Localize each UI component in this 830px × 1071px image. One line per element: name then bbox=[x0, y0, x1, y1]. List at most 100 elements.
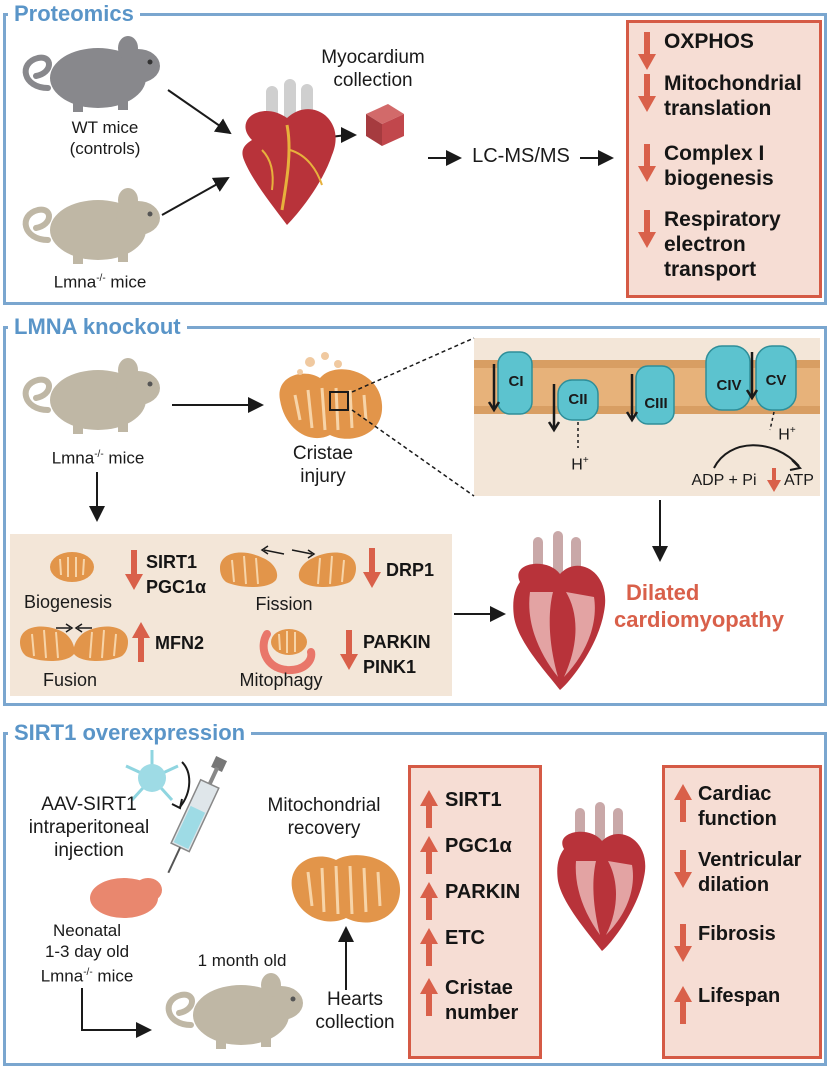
complex-ciii-label: CIII bbox=[644, 395, 668, 412]
mitophagy-label: Mitophagy bbox=[239, 670, 323, 690]
fission-label: Fission bbox=[255, 594, 313, 614]
biogenesis-down-arrow-icon bbox=[125, 550, 143, 590]
neonatal-sup: -/- bbox=[83, 967, 93, 978]
fission-gene-drp1: DRP1 bbox=[386, 560, 435, 580]
mito-text-2: recovery bbox=[287, 818, 361, 839]
sirt-outcomes-item-1-line-1: dilation bbox=[698, 874, 770, 896]
aav-text-3: injection bbox=[54, 840, 124, 861]
biogenesis-gene-pgc1a: PGC1α bbox=[146, 577, 207, 597]
hearts-text-1: Hearts bbox=[327, 989, 383, 1010]
prot-results-item-0-line-0: OXPHOS bbox=[664, 30, 754, 53]
proteomics-results-box bbox=[626, 20, 822, 298]
prot-results-item-3-line-1: electron bbox=[664, 233, 746, 256]
one-month-mouse-icon bbox=[165, 973, 303, 1049]
h-text-1: H bbox=[571, 456, 583, 474]
prot-results-item-1-line-0: Mitochondrial bbox=[664, 72, 802, 95]
neonatal-lmna-text: Lmna bbox=[40, 966, 84, 986]
adp-label: ADP + Pi bbox=[691, 472, 757, 489]
cristae-injury-mito-icon bbox=[279, 352, 383, 439]
plus-sup-2: + bbox=[789, 425, 796, 436]
lmna-knockout-panel bbox=[3, 326, 827, 706]
up-arrow-icon bbox=[420, 978, 438, 1016]
lmna-ko-mice-label: Lmna-/- mice bbox=[28, 444, 168, 469]
virus-icon bbox=[125, 750, 179, 802]
prot-results-item-3-line-0: Respiratory bbox=[664, 208, 781, 231]
mitophagy-gene-parkin: PARKIN bbox=[363, 632, 431, 652]
sirt-outcomes-item-1-line-0: Ventricular bbox=[698, 849, 802, 871]
complex-cii-label: CII bbox=[568, 391, 588, 408]
up-arrow-icon bbox=[420, 882, 438, 920]
aav-text-2: intraperitoneal bbox=[28, 817, 150, 838]
dilated-heart-icon bbox=[513, 531, 606, 690]
fission-down-arrow-icon bbox=[363, 548, 381, 588]
atp-label: ATP bbox=[784, 472, 814, 489]
plus-sup-1: + bbox=[582, 455, 589, 466]
hearts-collection-label: Hearts collection bbox=[300, 988, 410, 1034]
proteomics-panel bbox=[3, 13, 827, 305]
down-arrow-icon bbox=[638, 210, 656, 248]
fission-mito-icon bbox=[220, 545, 356, 587]
complex-ci-label: CI bbox=[508, 373, 524, 390]
biogenesis-gene-sirt1: SIRT1 bbox=[146, 552, 198, 572]
myocardium-cube-icon bbox=[366, 104, 404, 146]
sirt-outcomes-item-2-line-0: Fibrosis bbox=[698, 923, 776, 945]
fusion-up-arrow-icon bbox=[132, 622, 150, 662]
sirt1-panel bbox=[3, 732, 827, 1066]
fusion-mito-icon bbox=[20, 623, 128, 661]
one-month-label: 1 month old bbox=[197, 951, 287, 970]
wt-mouse-icon bbox=[22, 36, 160, 112]
up-arrow-icon bbox=[674, 986, 692, 1024]
mito-text-1: Mitochondrial bbox=[267, 795, 381, 816]
mitophagy-down-arrow-icon bbox=[340, 630, 358, 670]
syringe-icon bbox=[167, 756, 228, 874]
mitophagy-icon bbox=[259, 629, 316, 675]
down-arrow-icon bbox=[638, 74, 656, 112]
fusion-label: Fusion bbox=[42, 670, 98, 690]
proteomics-title: Proteomics bbox=[8, 1, 140, 27]
lmna-knockout-title: LMNA knockout bbox=[8, 314, 187, 340]
cristae-text-1: Cristae bbox=[292, 443, 354, 464]
wt-mice-label: WT mice (controls) bbox=[40, 117, 170, 159]
lmna-mice-label-1: Lmna-/- mice bbox=[30, 268, 170, 293]
lcms-label: LC-MS/MS bbox=[472, 145, 570, 167]
hearts-text-2: collection bbox=[315, 1012, 395, 1033]
lmna-text: Lmna bbox=[53, 272, 97, 292]
neonatal-text-2: 1-3 day old bbox=[44, 942, 130, 961]
membrane-diagram bbox=[474, 345, 820, 471]
recovery-mito-icon bbox=[291, 855, 401, 923]
mice-text: mice bbox=[110, 272, 147, 292]
neonatal-mice-text: mice bbox=[97, 966, 134, 986]
sirt-markers-item-2-line-0: PARKIN bbox=[445, 881, 521, 903]
dilated-label: Dilated cardiomyopathy bbox=[614, 579, 824, 633]
sirt-markers-item-4-line-0: Cristae bbox=[445, 977, 513, 999]
mitophagy-gene-pink1: PINK1 bbox=[363, 657, 417, 677]
cristae-injury-label: Cristae injury bbox=[268, 442, 378, 488]
fusion-gene-mfn2: MFN2 bbox=[155, 633, 204, 653]
neonatal-label: Neonatal 1-3 day old Lmna-/- mice bbox=[20, 920, 154, 987]
up-arrow-icon bbox=[420, 836, 438, 874]
sirt1-outcomes-box bbox=[662, 765, 822, 1059]
sirt-markers-item-0-line-0: SIRT1 bbox=[445, 789, 502, 811]
lmna-sup: -/- bbox=[96, 273, 106, 284]
sirt-outcomes-item-3-line-0: Lifespan bbox=[698, 985, 781, 1007]
up-arrow-icon bbox=[674, 784, 692, 822]
wt-controls-text: (controls) bbox=[69, 139, 141, 158]
sirt-markers-item-1-line-0: PGC1α bbox=[445, 835, 512, 857]
h-text-2: H bbox=[778, 426, 790, 444]
h-plus-label-2: H+ bbox=[772, 420, 802, 445]
up-arrow-icon bbox=[420, 790, 438, 828]
lmna-ko-mouse-icon bbox=[22, 358, 160, 434]
neonatal-text-1: Neonatal bbox=[52, 921, 122, 940]
sirt-markers-item-3-line-0: ETC bbox=[445, 927, 485, 949]
down-arrow-icon bbox=[674, 924, 692, 962]
prot-results-item-2-line-1: biogenesis bbox=[664, 167, 774, 190]
neonatal-mouse-icon bbox=[90, 878, 162, 918]
dilated-text-2: cardiomyopathy bbox=[614, 607, 784, 632]
ko-lmna-text: Lmna bbox=[51, 448, 95, 468]
prot-results-item-2-line-0: Complex I bbox=[664, 142, 765, 165]
ko-lmna-sup: -/- bbox=[94, 449, 104, 460]
prot-results-item-3-line-2: transport bbox=[664, 258, 757, 281]
down-arrow-icon bbox=[638, 32, 656, 70]
aav-text-1: AAV-SIRT1 bbox=[41, 794, 137, 815]
